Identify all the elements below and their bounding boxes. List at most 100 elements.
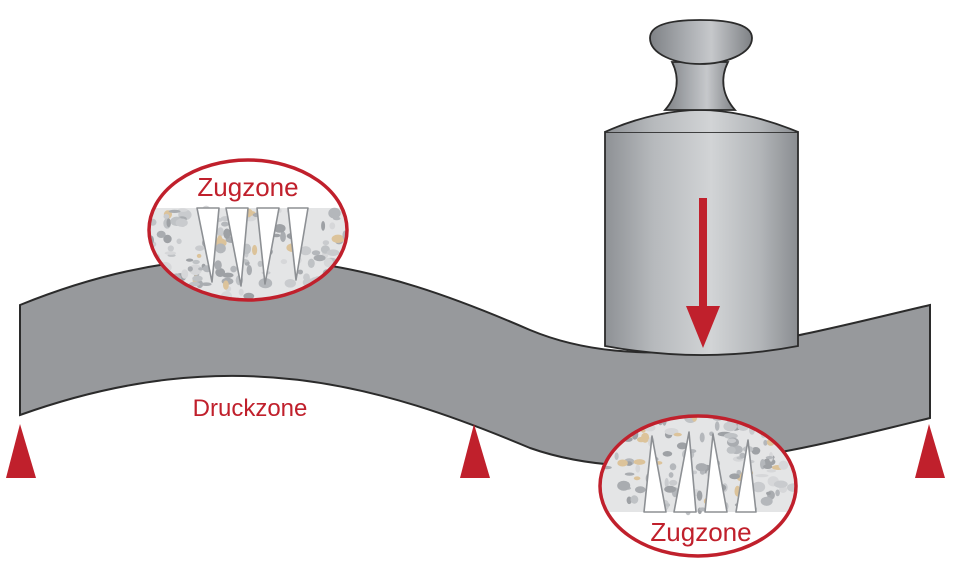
aggregate-stone <box>189 281 200 287</box>
aggregate-stone <box>300 246 312 256</box>
aggregate-stone <box>216 227 224 237</box>
aggregate-stone <box>195 245 205 251</box>
aggregate-stone <box>252 244 258 256</box>
aggregate-stone <box>736 469 742 476</box>
aggregate-stone <box>181 269 189 279</box>
aggregate-stone <box>695 463 708 472</box>
aggregate-stone <box>311 250 321 256</box>
aggregate-stone <box>284 279 296 288</box>
aggregate-stone <box>345 208 347 214</box>
aggregate-stone <box>723 421 737 432</box>
tension-zone-bottom-callout: Zugzone <box>598 414 798 558</box>
aggregate-stone <box>766 491 771 495</box>
aggregate-stone <box>673 432 682 437</box>
aggregate-stone <box>307 258 315 268</box>
aggregate-stone <box>664 485 676 493</box>
aggregate-stone <box>186 258 194 262</box>
aggregate-stone <box>626 496 632 505</box>
aggregate-stone <box>187 266 193 272</box>
crack-wedge <box>704 433 728 513</box>
aggregate-stone <box>760 496 773 506</box>
aggregate-stone <box>714 421 720 431</box>
aggregate-stone <box>156 230 166 238</box>
aggregate-stone <box>763 439 768 446</box>
aggregate-stone <box>166 218 171 228</box>
aggregate-stone <box>630 495 639 504</box>
support-left-icon <box>6 424 36 478</box>
tension-zone-top-label: Zugzone <box>197 172 298 202</box>
aggregate-stone <box>215 243 226 254</box>
tension-zone-bottom-label: Zugzone <box>650 517 751 547</box>
aggregate-stone <box>637 436 646 443</box>
crack-wedge <box>673 431 697 513</box>
aggregate-stone <box>726 446 736 454</box>
aggregate-stone <box>230 265 237 273</box>
aggregate-stone <box>729 473 740 480</box>
aggregate-stone <box>163 234 172 244</box>
aggregate-stone <box>624 472 635 476</box>
aggregate-stone <box>635 464 641 473</box>
crack-wedge <box>287 207 309 281</box>
aggregate-stone <box>326 249 340 256</box>
aggregate-stone <box>280 231 286 243</box>
aggregate-stone <box>163 213 170 220</box>
tension-zone-top-callout: Zugzone <box>147 158 349 302</box>
aggregate-stone <box>664 428 679 435</box>
support-middle-icon <box>460 424 490 478</box>
aggregate-stone <box>635 486 646 494</box>
aggregate-stone <box>778 460 789 470</box>
aggregate-stone <box>192 275 203 282</box>
aggregate-stone <box>215 268 226 277</box>
aggregate-stone <box>617 480 631 491</box>
beam <box>19 257 931 468</box>
aggregate-stone <box>699 507 706 512</box>
aggregate-stone <box>328 207 341 219</box>
compression-zone-label: Druckzone <box>193 395 308 422</box>
aggregate-stone <box>297 269 303 275</box>
aggregate-stone <box>214 260 222 270</box>
aggregate-stone <box>164 251 177 255</box>
aggregate-stone <box>633 459 646 465</box>
aggregate-stone <box>238 288 244 296</box>
aggregate-stone <box>167 245 174 252</box>
aggregate-stone <box>201 282 212 287</box>
aggregate-stone <box>724 432 738 439</box>
aggregate-stone <box>699 432 705 443</box>
aggregate-stone <box>198 267 204 271</box>
aggregate-stone <box>321 221 326 231</box>
aggregate-stone <box>766 469 777 473</box>
aggregate-stone <box>739 452 746 459</box>
aggregate-stone <box>751 447 761 455</box>
aggregate-stone <box>168 209 181 213</box>
aggregate-stone <box>223 280 229 290</box>
aggregate-stone <box>323 258 333 268</box>
aggregate-stone <box>617 459 628 467</box>
aggregate-stone <box>668 472 674 478</box>
aggregate-stone <box>614 452 619 461</box>
aggregate-stone <box>257 260 263 267</box>
aggregate-stone <box>665 503 671 507</box>
aggregate-stone <box>763 464 773 470</box>
support-right-icon <box>915 424 945 478</box>
aggregate-stone <box>696 490 703 501</box>
aggregate-stone <box>329 222 336 230</box>
aggregate-stone <box>765 456 774 459</box>
aggregate-stone <box>246 265 252 276</box>
crack-wedge <box>643 435 667 513</box>
aggregate-stone <box>189 264 202 276</box>
aggregate-stone <box>669 463 677 471</box>
aggregate-stone <box>727 438 737 444</box>
aggregate-stone <box>753 482 759 491</box>
aggregate-stone <box>273 224 286 233</box>
aggregate-stone <box>313 254 326 262</box>
aggregate-stone <box>775 489 780 497</box>
aggregate-stone <box>676 442 688 450</box>
aggregate-stone <box>176 238 182 245</box>
aggregate-stone <box>322 240 330 246</box>
aggregate-stone <box>196 253 202 258</box>
aggregate-stone <box>192 259 200 265</box>
crack-wedge <box>256 207 280 285</box>
crack-wedge <box>735 439 757 513</box>
